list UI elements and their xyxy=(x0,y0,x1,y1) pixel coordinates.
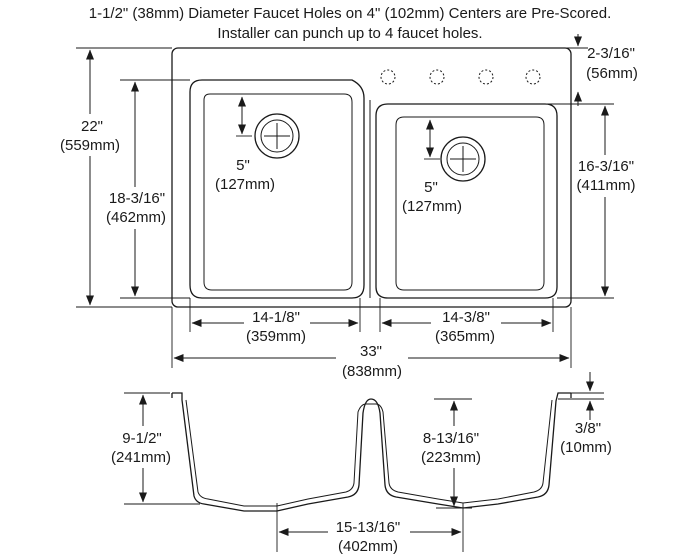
left-drain-offset-mm: (127mm) xyxy=(215,176,275,193)
section-view-dimensions: 9-1/2" (241mm) 8-13/16" (223mm) 3/8" (10… xyxy=(108,372,612,558)
left-bowl-height-mm: (241mm) xyxy=(111,449,171,466)
right-bowl-height-in: 8-13/16" xyxy=(423,430,479,447)
overall-depth-in: 22" xyxy=(81,118,103,135)
faucet-hole-1 xyxy=(380,69,396,85)
rim-thickness-mm: (10mm) xyxy=(560,439,612,456)
right-bowl-width-in: 14-3/8" xyxy=(442,309,490,326)
left-bowl-height-in: 9-1/2" xyxy=(122,430,162,447)
rim-thickness-in: 3/8" xyxy=(575,420,601,437)
section-outer-profile xyxy=(172,392,571,512)
right-drain-offset-mm: (127mm) xyxy=(402,198,462,215)
left-bowl-depth-mm: (462mm) xyxy=(106,209,166,226)
section-inner-profile xyxy=(185,399,553,507)
left-drain xyxy=(254,113,300,159)
sink-outline xyxy=(171,47,572,308)
drain-centers-mm: (402mm) xyxy=(338,538,398,555)
faucet-hole-4 xyxy=(525,69,541,85)
sink-section-view xyxy=(171,392,572,512)
faucet-hole-note: 1-1/2" (38mm) Diameter Faucet Holes on 4… xyxy=(89,5,612,22)
sink-top-view xyxy=(171,47,572,308)
overall-width-mm: (838mm) xyxy=(342,363,402,380)
installer-note: Installer can punch up to 4 faucet holes… xyxy=(217,25,482,42)
right-bowl-inner xyxy=(395,116,545,291)
top-view-dimensions: 22" (559mm) 18-3/16" (462mm) 5" (127mm) … xyxy=(60,34,640,380)
left-bowl-width-in: 14-1/8" xyxy=(252,309,300,326)
right-bowl-outer xyxy=(375,103,558,299)
left-bowl-outer xyxy=(189,79,365,299)
right-bowl-width-mm: (365mm) xyxy=(435,328,495,345)
right-drain xyxy=(440,136,486,182)
right-drain-offset-in: 5" xyxy=(424,179,438,196)
left-bowl-depth-in: 18-3/16" xyxy=(109,190,165,207)
drain-centers-in: 15-13/16" xyxy=(336,519,401,536)
faucet-hole-3 xyxy=(478,69,494,85)
overall-depth-mm: (559mm) xyxy=(60,137,120,154)
left-drain-offset-in: 5" xyxy=(236,157,250,174)
overall-width-in: 33" xyxy=(360,343,382,360)
right-bowl-depth-in: 16-3/16" xyxy=(578,158,634,175)
faucet-hole-2 xyxy=(429,69,445,85)
right-bowl-depth-mm: (411mm) xyxy=(577,177,636,194)
left-bowl-inner xyxy=(203,93,353,291)
left-bowl-width-mm: (359mm) xyxy=(246,328,306,345)
faucet-deck-depth-in: 2-3/16" xyxy=(587,45,635,62)
right-bowl-height-mm: (223mm) xyxy=(421,449,481,466)
faucet-deck-depth-mm: (56mm) xyxy=(586,65,638,82)
